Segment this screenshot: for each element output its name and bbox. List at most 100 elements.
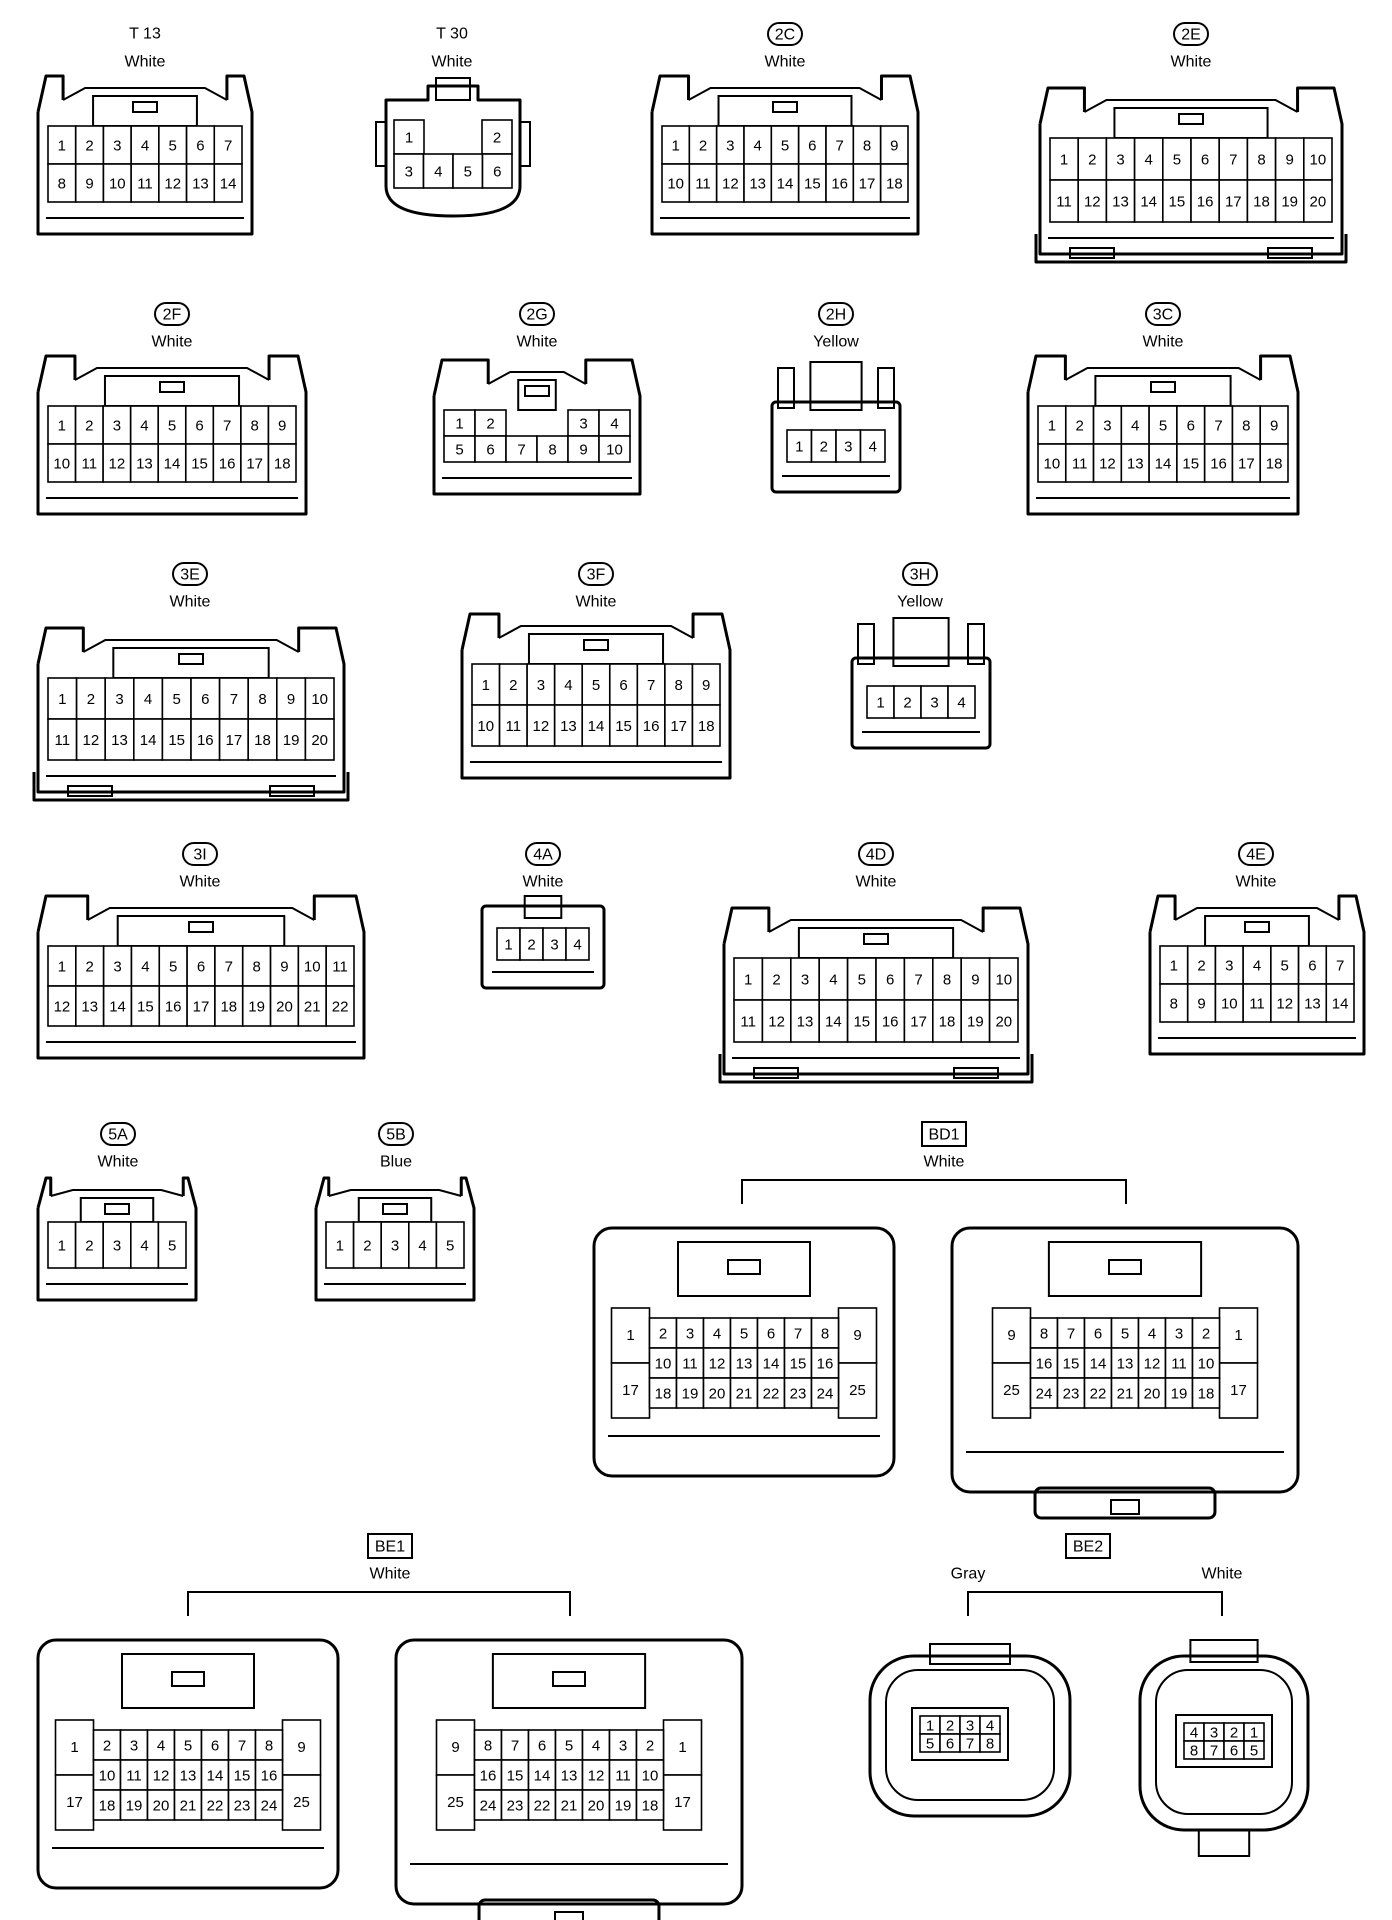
connector-code-badge: 3C [1153,307,1173,324]
pin-cell [200,1789,230,1821]
pin-cell [75,718,106,761]
pin-number: 1 [1060,152,1068,169]
pin-number: 6 [1187,418,1195,435]
pin-cell [1191,1317,1221,1349]
pin-number: 7 [511,1738,519,1755]
pin-number: 22 [207,1798,224,1815]
pin-number: 18 [655,1386,672,1403]
pin-cell [498,704,528,747]
pin-number: 14 [109,999,126,1016]
pin-number: 12 [768,1014,785,1031]
pin-number: 7 [647,677,655,694]
pin-number: 9 [1270,418,1278,435]
pin-number: 5 [858,972,866,989]
pin-number: 25 [447,1794,464,1811]
connector-code-box-frame [921,1121,967,1147]
pin-number: 11 [1171,1356,1187,1373]
pin-number: 1 [504,937,512,954]
lock-tab [1178,113,1204,125]
pin-number: 8 [548,442,556,459]
pin-number: 5 [455,442,463,459]
lock-hood [74,367,270,381]
pair-bracket [967,1591,1223,1616]
pin-number: 10 [1198,1356,1215,1373]
pin-number: 9 [1286,152,1294,169]
pin-number: 11 [615,1768,631,1785]
pin-number: 2 [86,959,94,976]
pin-number: 6 [486,442,494,459]
pin-number: 9 [890,138,898,155]
pin-cell [435,1221,465,1269]
pin-cell [1162,179,1192,223]
pin-number: 8 [821,1326,829,1343]
connector-body [650,74,920,236]
connector-code-badge-oval [172,562,208,586]
pin-cell [1303,179,1333,223]
pin-cell [526,663,556,706]
pin-number: 12 [109,456,126,473]
pin-cell [783,1377,813,1409]
pin-cell [173,1759,203,1791]
pin-cell [269,985,300,1027]
pin-cell [567,435,600,463]
pin-number: 12 [83,732,100,749]
connector-code-badge-oval [1238,842,1274,866]
pin-number: 17 [1238,456,1255,473]
connector-color: White [1202,1566,1243,1583]
connector-color: Blue [380,1154,412,1171]
pin-cell [565,927,590,961]
pin-number: 6 [1230,1743,1238,1760]
pin-number: 12 [1144,1356,1161,1373]
pin-cell [1133,179,1164,223]
pin-number: 15 [1182,456,1199,473]
lock-hood [1083,99,1299,113]
pin-number: 6 [767,1326,775,1343]
pin-number: 11 [695,176,711,193]
pin-cell [818,999,849,1043]
pin-number: 2 [493,130,501,147]
pin-number: 8 [1170,996,1178,1013]
pin-number: 1 [482,677,490,694]
pin-cell [247,677,278,720]
pin-cell [1231,405,1262,445]
pin-number: 16 [197,732,214,749]
pin-number: 2 [1230,1725,1238,1742]
pin-number: 24 [261,1798,278,1815]
pin-number: 23 [507,1798,524,1815]
pin-cell [92,1729,122,1761]
pin-number: 6 [201,691,209,708]
pin-number: 6 [946,1736,954,1753]
pin-number: 17 [622,1382,639,1399]
connector-body [36,354,308,516]
pin-number: 2 [820,439,828,456]
pin-cell [947,685,976,719]
pin-cell [1148,405,1178,445]
lock-tab [435,77,471,101]
pin-number: 17 [66,1794,83,1811]
pin-number: 14 [164,456,181,473]
connector-color: White [576,594,617,611]
pin-cell [1203,405,1234,445]
pin-number: 3 [115,691,123,708]
pin-number: 21 [1117,1386,1134,1403]
side-rib [519,121,531,167]
pin-number: 11 [55,732,71,749]
pin-number: 3 [1103,418,1111,435]
pin-cell [200,1729,230,1761]
pin-cell [1190,137,1221,181]
pin-number: 19 [283,732,300,749]
pin-cell [161,677,192,720]
pin-cell [104,677,135,720]
pin-number: 3 [113,1238,121,1255]
pin-number: 6 [619,677,627,694]
release-tab [1197,1829,1251,1857]
pin-number: 14 [534,1768,551,1785]
pin-number: 17 [910,1014,927,1031]
release-tab [753,1067,799,1079]
pin-cell [1056,1317,1086,1349]
pin-cell [1243,1740,1265,1760]
pin-number: 14 [777,176,794,193]
pin-cell [991,1362,1032,1419]
